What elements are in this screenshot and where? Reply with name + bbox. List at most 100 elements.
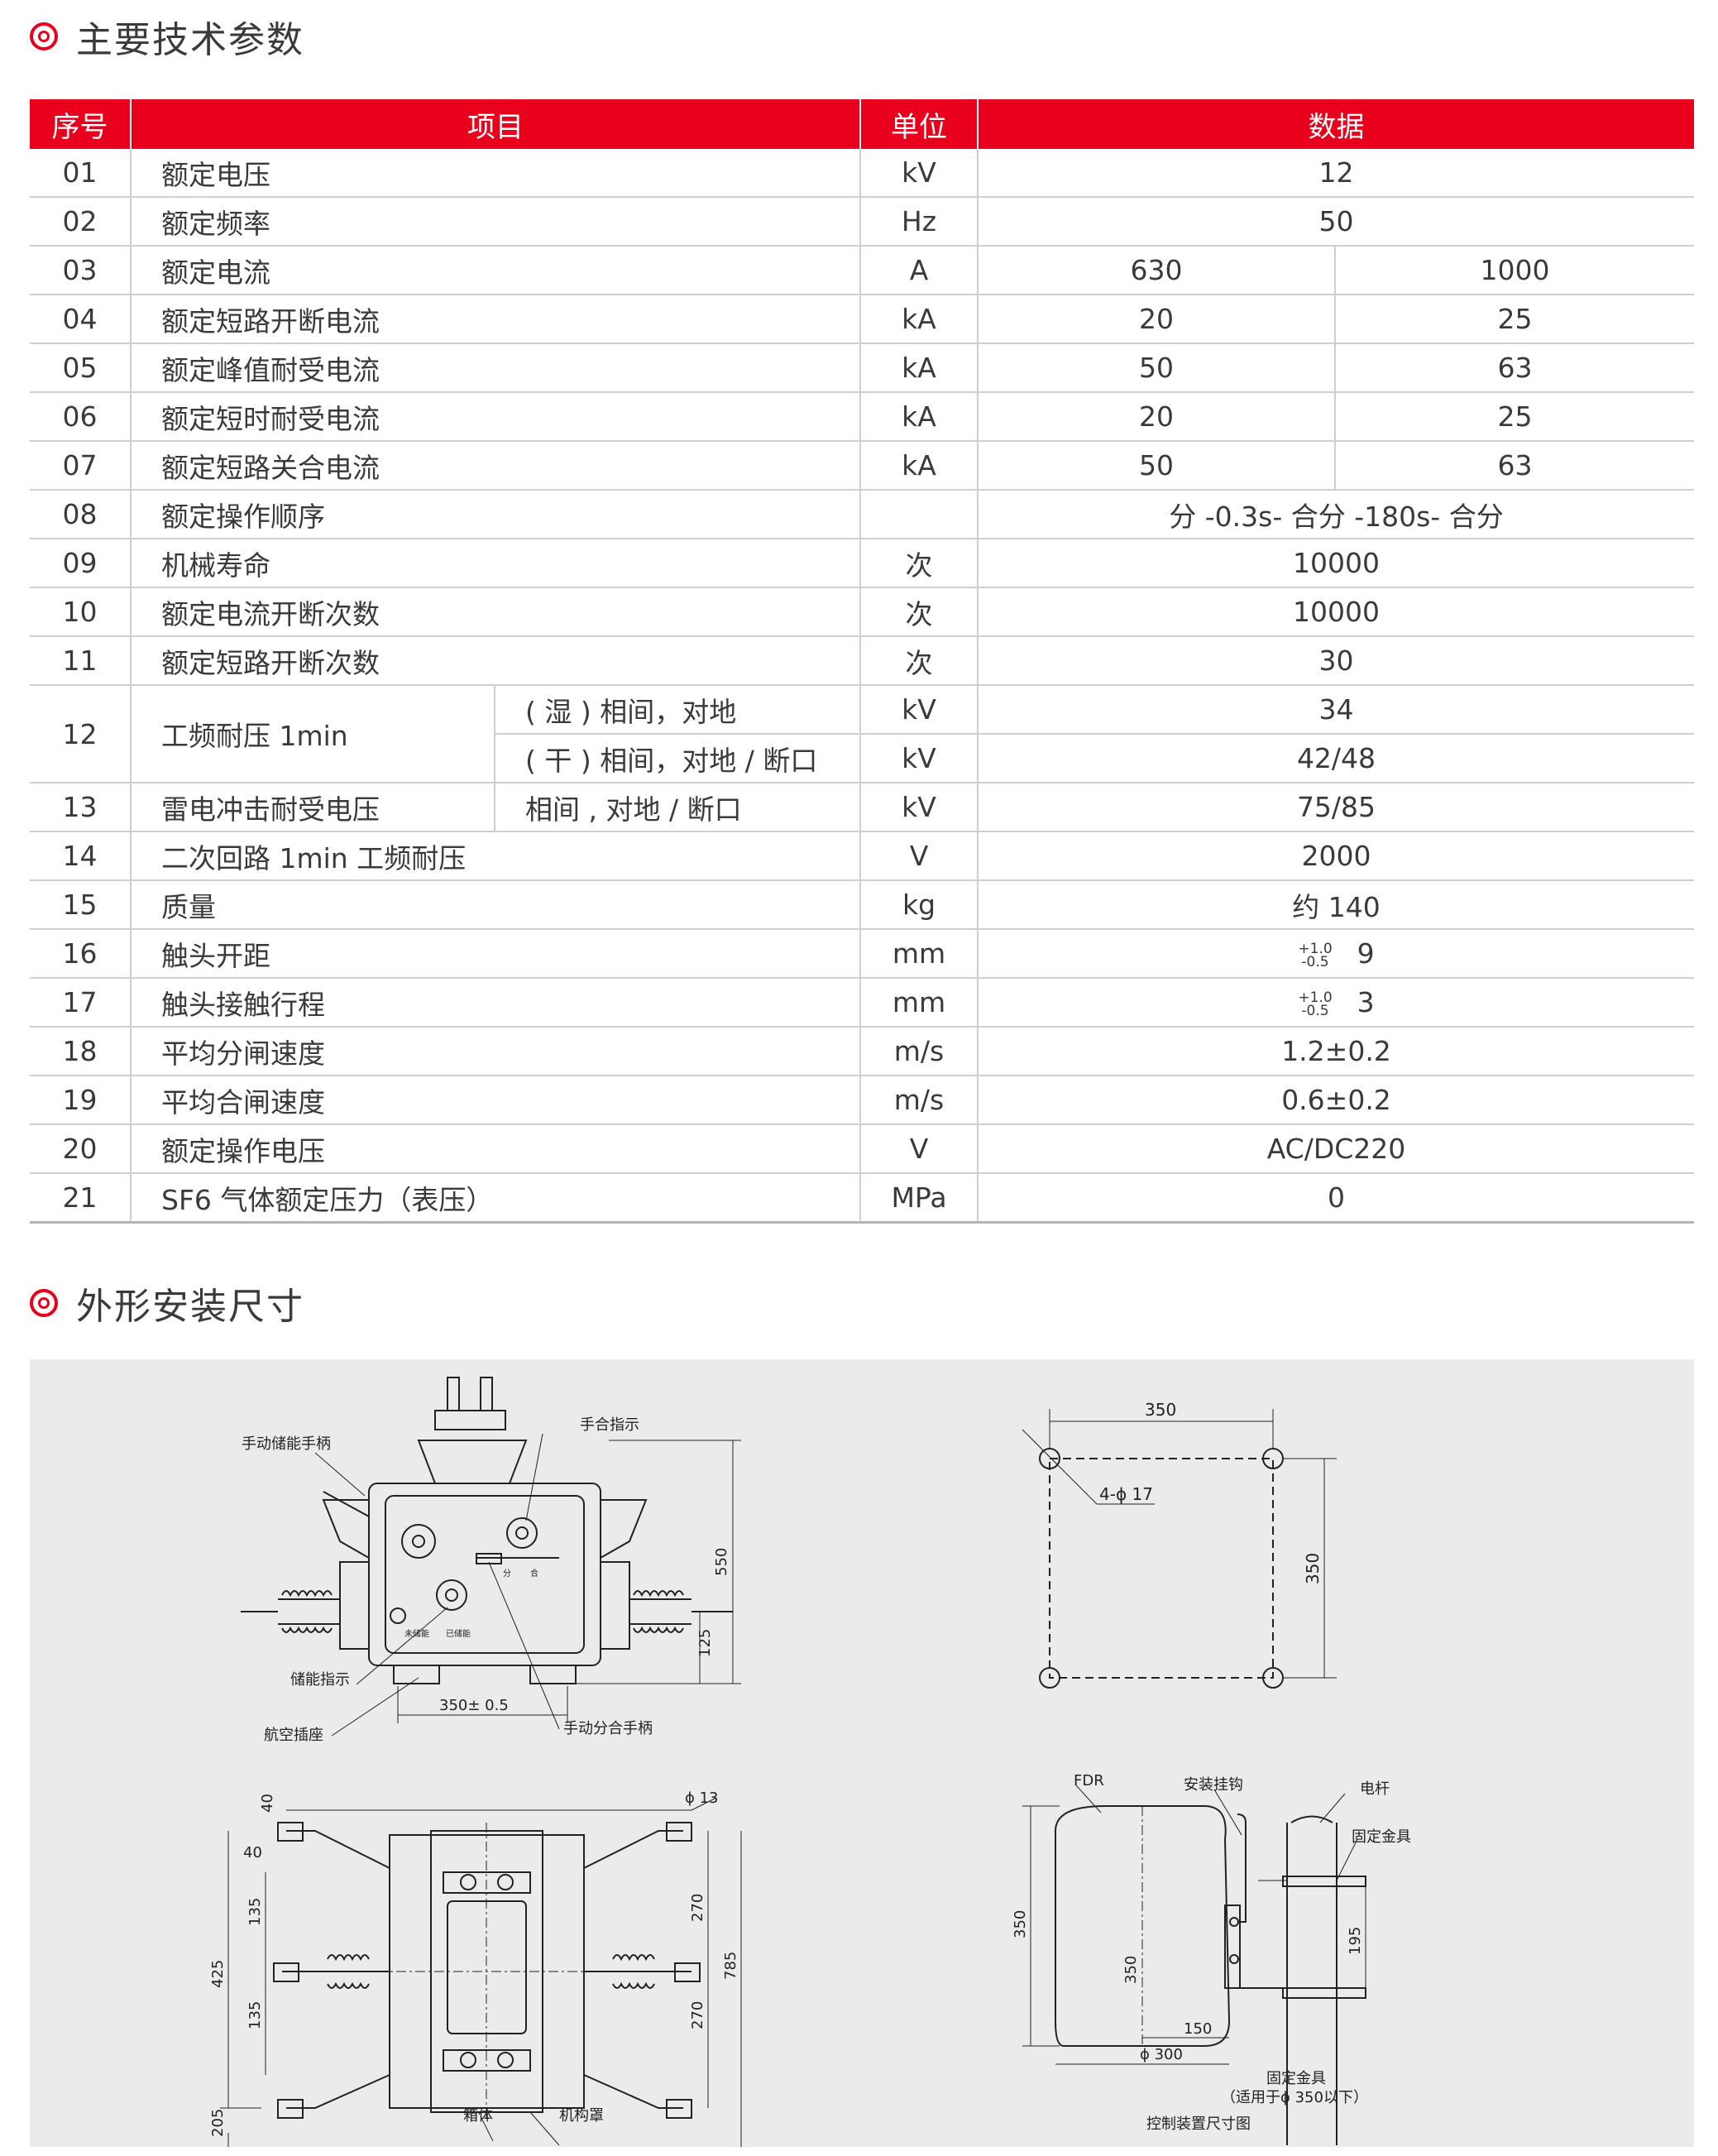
table-row: 16 触头开距 mm +1.0 -0.5 9	[30, 929, 1694, 979]
label-store-indicator: 储能指示	[290, 1671, 350, 1689]
label-manual-handle: 手动分合手柄	[563, 1720, 653, 1737]
circle-bullet-icon	[30, 1289, 58, 1317]
row-value: 42/48	[977, 734, 1694, 783]
row-item: 触头接触行程	[130, 978, 860, 1028]
row-no: 21	[30, 1173, 131, 1224]
row-item: 额定短路开断电流	[130, 295, 860, 344]
table-row: 17 触头接触行程 mm +1.0 -0.5 3	[30, 978, 1694, 1028]
row-unit: V	[859, 831, 978, 881]
table-row: 06 额定短时耐受电流 kA 20 25	[30, 392, 1694, 442]
row-value: 30	[977, 636, 1694, 686]
label-close-small: 合	[530, 1568, 538, 1579]
row-unit: kA	[859, 392, 978, 442]
row-unit: kV	[859, 685, 978, 735]
parameter-table: 序号 项目 单位 数据 01 额定电压 kV 12 02 额定频率 Hz 50 …	[30, 99, 1694, 1224]
label-box: 箱体	[463, 2107, 493, 2125]
label-pole: 电杆	[1360, 1780, 1390, 1798]
row-value: 分 -0.3s- 合分 -180s- 合分	[977, 490, 1694, 539]
dim-mount-width: 350	[1145, 1400, 1176, 1420]
label-fixture: 固定金具	[1352, 1828, 1411, 1846]
tolerance-lower: -0.5	[1301, 1002, 1329, 1019]
dim-135a: 135	[246, 1898, 264, 1926]
row-no: 08	[30, 490, 131, 539]
label-open-small: 分	[503, 1569, 511, 1579]
row-no: 01	[30, 149, 131, 198]
label-handle-store: 手动储能手柄	[242, 1435, 331, 1453]
row-no: 18	[30, 1027, 131, 1076]
table-row: 05 额定峰值耐受电流 kA 50 63	[30, 343, 1694, 393]
row-value: +1.0 -0.5 9	[977, 929, 1694, 979]
front-view	[241, 1377, 741, 1737]
row-no: 12	[30, 685, 131, 783]
row-value-number: 9	[1357, 937, 1375, 970]
dim-phi13: ϕ 13	[685, 1789, 719, 1807]
table-row: 20 额定操作电压 V AC/DC220	[30, 1124, 1694, 1174]
row-no: 14	[30, 831, 131, 881]
table-row: 01 额定电压 kV 12	[30, 149, 1694, 198]
dim-270a: 270	[689, 1894, 706, 1922]
tolerance: +1.0 -0.5	[1298, 990, 1332, 1019]
row-item: 平均分闸速度	[130, 1027, 860, 1076]
row-value-1: 20	[977, 295, 1335, 344]
table-row: 15 质量 kg 约 140	[30, 880, 1694, 930]
table-row: 19 平均合闸速度 m/s 0.6±0.2	[30, 1076, 1694, 1125]
row-value-2: 25	[1334, 392, 1694, 442]
row-value: 75/85	[977, 783, 1694, 832]
row-item: 触头开距	[130, 929, 860, 979]
label-fdr: FDR	[1074, 1772, 1104, 1789]
row-no: 06	[30, 392, 131, 442]
row-no: 16	[30, 929, 131, 979]
dim-40a: 40	[259, 1794, 276, 1813]
header-no: 序号	[30, 99, 131, 149]
row-unit: kA	[859, 295, 978, 344]
row-value: 0.6±0.2	[977, 1076, 1694, 1125]
dim-base-350: 350± 0.5	[439, 1697, 509, 1714]
row-unit: m/s	[859, 1076, 978, 1125]
row-value-number: 3	[1357, 986, 1375, 1018]
row-no: 05	[30, 343, 131, 393]
row-item: 机械寿命	[130, 539, 860, 588]
row-subitem: 相间 , 对地 / 断口	[494, 783, 860, 832]
table-row: 04 额定短路开断电流 kA 20 25	[30, 295, 1694, 344]
row-unit: Hz	[859, 197, 978, 247]
row-value-1: 20	[977, 392, 1335, 442]
dim-195: 195	[1347, 1927, 1364, 1955]
row-value-2: 63	[1334, 441, 1694, 491]
dim-height-550: 550	[713, 1548, 730, 1576]
label-stored: 已储能	[446, 1628, 471, 1639]
row-no: 09	[30, 539, 131, 588]
dim-lower-125: 125	[696, 1629, 714, 1657]
row-subitem: ( 干 ) 相间，对地 / 断口	[494, 734, 860, 783]
table-row: 03 额定电流 A 630 1000	[30, 246, 1694, 295]
row-unit: kA	[859, 343, 978, 393]
row-value: 1.2±0.2	[977, 1027, 1694, 1076]
row-value: 10000	[977, 587, 1694, 637]
row-no: 15	[30, 880, 131, 930]
dim-phi300: ϕ 300	[1140, 2046, 1183, 2063]
row-unit	[859, 490, 978, 539]
dimension-drawing-panel: 手动储能手柄 手合指示 储能指示 航空插座 手动分合手柄 未储能 已储能 分 合…	[30, 1359, 1694, 2147]
row-no: 10	[30, 587, 131, 637]
dim-h350b: 350	[1122, 1956, 1140, 1984]
table-row: 14 二次回路 1min 工频耐压 V 2000	[30, 831, 1694, 881]
table-row: 12 工频耐压 1min ( 湿 ) 相间，对地 kV 34	[30, 685, 1694, 783]
row-item: 额定电流开断次数	[130, 587, 860, 637]
row-item: 质量	[130, 880, 860, 930]
dim-205: 205	[209, 2109, 227, 2137]
row-no: 11	[30, 636, 131, 686]
label-close-indicator: 手合指示	[580, 1416, 639, 1434]
dimension-drawing: 手动储能手柄 手合指示 储能指示 航空插座 手动分合手柄 未储能 已储能 分 合…	[209, 1377, 1411, 2147]
row-unit: 次	[859, 636, 978, 686]
row-value: 0	[977, 1173, 1694, 1224]
table-row: 18 平均分闸速度 m/s 1.2±0.2	[30, 1027, 1694, 1076]
tolerance-lower: -0.5	[1301, 953, 1329, 970]
section-title-parameters: 主要技术参数	[30, 12, 304, 61]
table-row: ( 干 ) 相间，对地 / 断口 kV 42/48	[30, 734, 1694, 783]
row-item: 雷电冲击耐受电压	[130, 783, 495, 832]
mount-plan	[1022, 1409, 1337, 1689]
row-item: 工频耐压 1min	[130, 685, 495, 783]
table-row: 10 额定电流开断次数 次 10000	[30, 587, 1694, 637]
row-value: 10000	[977, 539, 1694, 588]
dim-785: 785	[722, 1952, 739, 1980]
table-row: 02 额定频率 Hz 50	[30, 197, 1694, 247]
